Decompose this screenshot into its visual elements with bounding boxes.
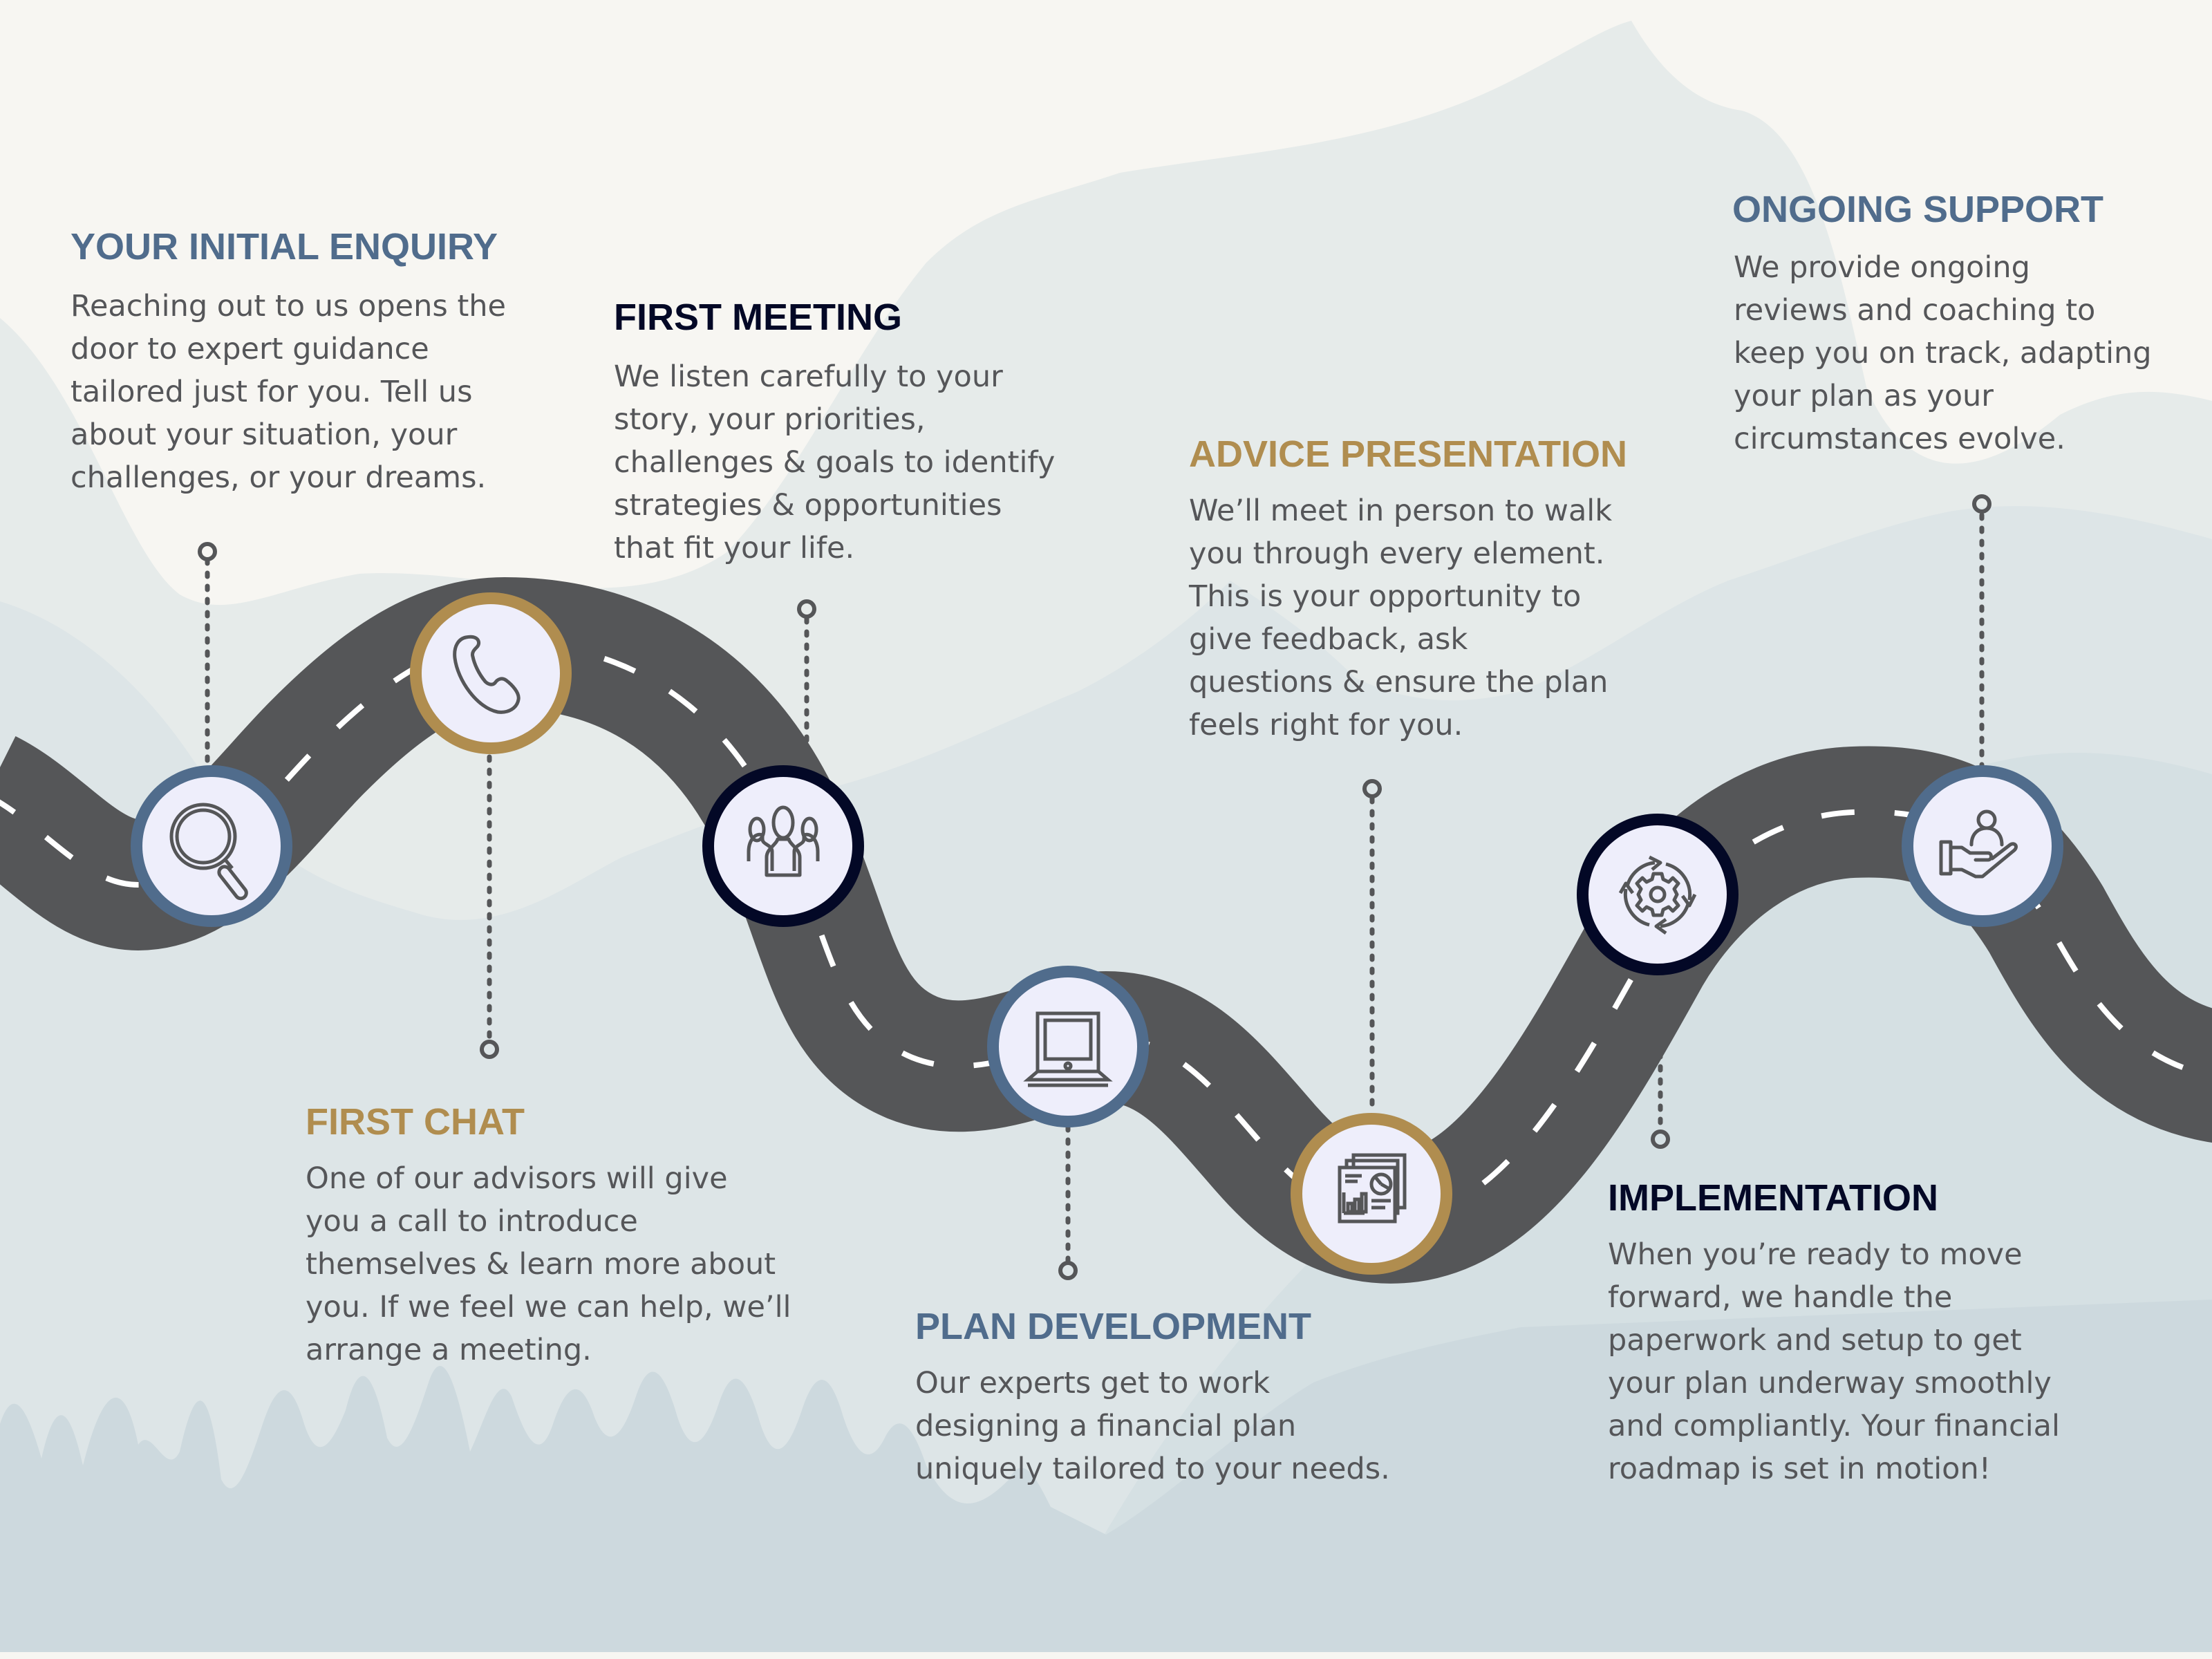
connector-plan-development	[1058, 1124, 1078, 1280]
description-line: This is your opportunity to	[1189, 579, 1582, 614]
description-line: feels right for you.	[1189, 708, 1463, 742]
description-line: Our experts get to work	[915, 1366, 1271, 1400]
description-line: and compliantly. Your financial	[1608, 1409, 2060, 1443]
description-line: roadmap is set in motion!	[1608, 1452, 1991, 1486]
description-line: challenges, or your dreams.	[71, 460, 487, 495]
connector-ongoing-support	[1972, 494, 1991, 770]
description-line: give feedback, ask	[1189, 622, 1468, 657]
description-line: One of our advisors will give	[306, 1161, 728, 1196]
description-line: paperwork and setup to get	[1608, 1323, 2022, 1358]
step-title: FIRST MEETING	[614, 297, 902, 338]
description-line: forward, we handle the	[1608, 1280, 1953, 1315]
step-title: YOUR INITIAL ENQUIRY	[71, 226, 498, 268]
step-title: PLAN DEVELOPMENT	[915, 1306, 1312, 1347]
step-node-first-meeting[interactable]	[702, 765, 864, 927]
phone-icon	[453, 635, 521, 714]
people-group-icon	[747, 805, 820, 877]
step-description: One of our advisors will give you a call…	[306, 1157, 791, 1371]
step-description: We listen carefully to your story, your …	[614, 355, 1055, 570]
hand-person-icon	[1939, 809, 2018, 879]
description-line: challenges & goals to identify	[614, 445, 1056, 480]
description-line: arrange a meeting.	[306, 1333, 592, 1367]
laptop-icon	[1023, 1011, 1113, 1087]
step-node-ongoing-support[interactable]	[1902, 765, 2063, 927]
description-line: We’ll meet in person to walk	[1189, 494, 1613, 528]
step-title: FIRST CHAT	[306, 1101, 525, 1143]
step-title: ONGOING SUPPORT	[1732, 189, 2104, 230]
step-description: When you’re ready to move forward, we ha…	[1608, 1233, 2060, 1490]
description-line: door to expert guidance	[71, 332, 429, 366]
connector-first-meeting	[797, 599, 816, 770]
presentation-report-icon	[1338, 1153, 1407, 1224]
road-center-line	[0, 639, 2212, 1221]
description-line: reviews and coaching to	[1734, 293, 2096, 328]
description-line: themselves & learn more about	[306, 1247, 776, 1282]
description-line: Reaching out to us opens the	[71, 289, 507, 324]
description-line: you. If we feel we can help, we’ll	[306, 1290, 791, 1324]
description-line: about your situation, your	[71, 418, 458, 452]
description-line: you through every element.	[1189, 536, 1605, 571]
description-line: tailored just for you. Tell us	[71, 375, 473, 409]
description-line: uniquely tailored to your needs.	[915, 1452, 1390, 1486]
description-line: When you’re ready to move	[1608, 1237, 2023, 1272]
step-node-initial-enquiry[interactable]	[131, 765, 292, 927]
connector-implementation	[1651, 972, 1670, 1149]
description-line: that fit your life.	[614, 531, 855, 565]
gear-cycle-icon	[1618, 855, 1697, 935]
step-description: Our experts get to work designing a fina…	[915, 1362, 1390, 1490]
step-node-plan-development[interactable]	[987, 966, 1149, 1127]
step-description: We’ll meet in person to walk you through…	[1189, 489, 1612, 747]
bottom-edge	[0, 1652, 2212, 1659]
search-icon	[169, 803, 248, 901]
description-line: We provide ongoing	[1734, 250, 2030, 285]
step-title: IMPLEMENTATION	[1608, 1177, 1938, 1219]
description-line: you a call to introduce	[306, 1204, 638, 1239]
description-line: questions & ensure the plan	[1189, 665, 1609, 700]
description-line: designing a financial plan	[915, 1409, 1297, 1443]
step-description: Reaching out to us opens the door to exp…	[71, 285, 506, 499]
connector-first-chat	[480, 754, 499, 1059]
connector-advice-presentation	[1362, 779, 1382, 1116]
step-node-first-chat[interactable]	[410, 592, 572, 754]
step-title: ADVICE PRESENTATION	[1189, 433, 1628, 475]
description-line: your plan underway smoothly	[1608, 1366, 2052, 1400]
step-node-advice-presentation[interactable]	[1291, 1113, 1452, 1275]
description-line: keep you on track, adapting	[1734, 336, 2152, 371]
step-node-implementation[interactable]	[1577, 814, 1738, 975]
description-line: your plan as your	[1734, 379, 1994, 413]
step-description: We provide ongoing reviews and coaching …	[1734, 246, 2152, 460]
treeline	[0, 1300, 2212, 1659]
description-line: We listen carefully to your	[614, 359, 1003, 394]
description-line: circumstances evolve.	[1734, 422, 2065, 456]
description-line: strategies & opportunities	[614, 488, 1002, 523]
connector-initial-enquiry	[198, 542, 217, 770]
description-line: story, your priorities,	[614, 402, 926, 437]
